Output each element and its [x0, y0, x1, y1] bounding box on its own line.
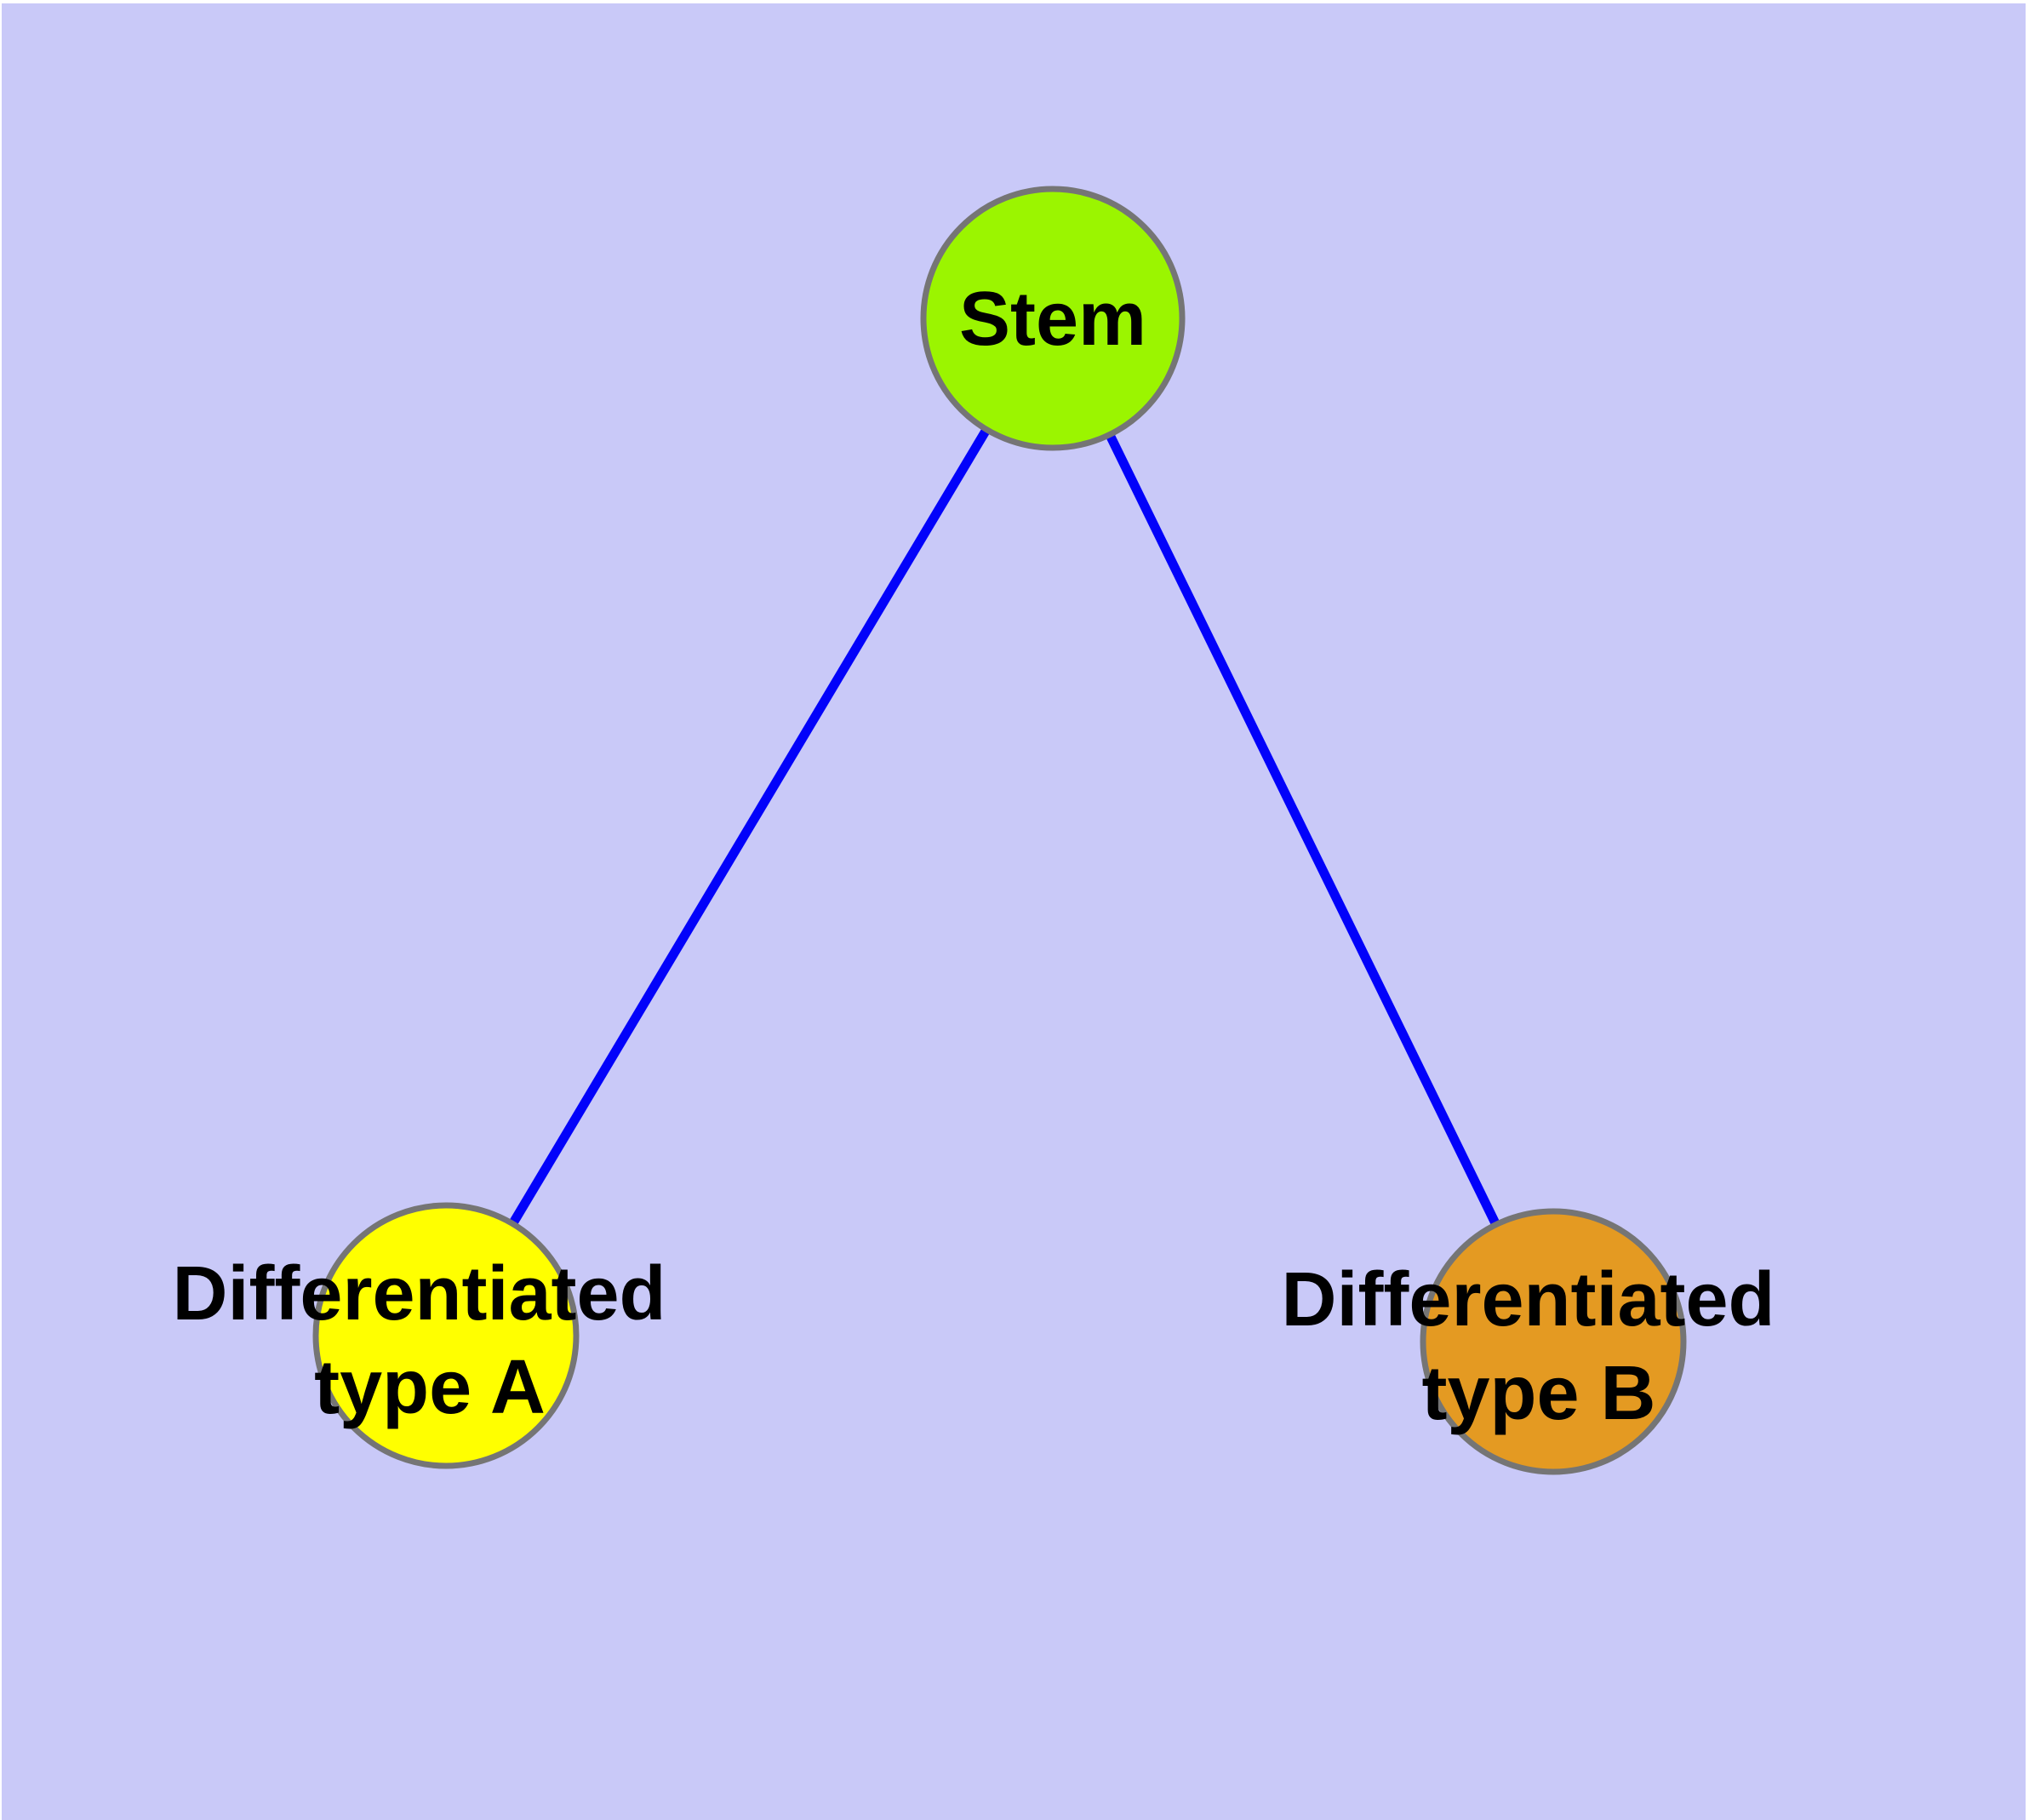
differentiated-type-b-node-circle	[1420, 1208, 1687, 1475]
differentiated-type-a-node-circle	[312, 1202, 580, 1469]
stem-label-line-1: Stem	[959, 277, 1146, 362]
differentiated-type-a-node-label: Differentiated type A	[172, 1251, 687, 1430]
differentiated-type-b-label-line-2: type B	[1421, 1351, 1655, 1436]
stem-node-label: Stem	[959, 277, 1146, 362]
differentiated-type-a-label-line-2: type A	[314, 1345, 546, 1430]
node-differentiated-type-b: Differentiated type B	[1281, 1208, 1796, 1475]
differentiated-type-b-node-label: Differentiated type B	[1281, 1257, 1796, 1436]
edge-stem-to-differentiated-type-b	[1049, 316, 1557, 1344]
stem-node-circle	[920, 186, 1186, 451]
node-stem: Stem	[920, 186, 1186, 451]
differentiated-type-b-label-line-1: Differentiated	[1281, 1257, 1775, 1342]
differentiated-type-a-label-line-1: Differentiated	[172, 1251, 666, 1336]
edge-stem-to-differentiated-type-a	[442, 316, 1057, 1338]
node-differentiated-type-a: Differentiated type A	[172, 1202, 687, 1469]
